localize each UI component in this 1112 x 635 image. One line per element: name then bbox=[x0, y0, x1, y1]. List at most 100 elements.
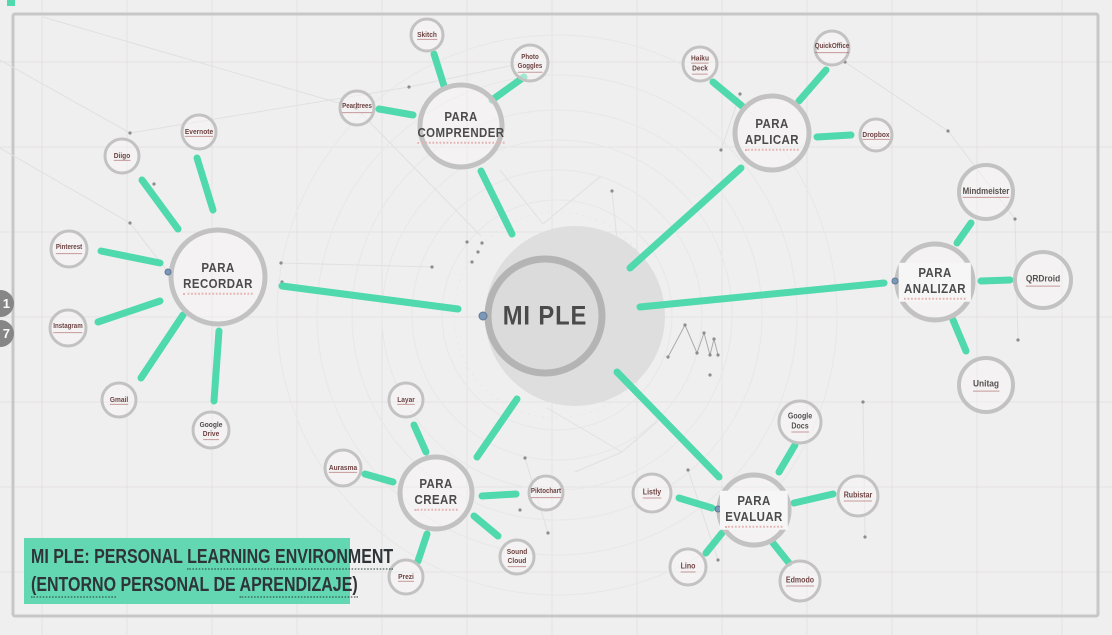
node-label-dropbox[interactable]: Dropbox bbox=[862, 129, 890, 141]
node-circle-diigo[interactable] bbox=[103, 137, 141, 175]
node-circle-unitag[interactable] bbox=[957, 356, 1015, 414]
node-label-line: Dropbox bbox=[862, 129, 890, 141]
connector-line bbox=[430, 50, 448, 90]
node-label-prezi[interactable]: Prezi bbox=[398, 572, 414, 583]
connector-line bbox=[769, 539, 793, 567]
connector-line bbox=[210, 327, 223, 405]
node-circle-listly[interactable] bbox=[631, 472, 673, 514]
title-text-segment: APRENDIZAJE) bbox=[239, 573, 358, 598]
node-label-line: RECORDAR bbox=[183, 276, 253, 295]
node-label-gmail[interactable]: Gmail bbox=[109, 394, 129, 406]
node-label-pearltrees[interactable]: Pearltrees bbox=[342, 103, 372, 113]
node-label-unitag[interactable]: Unitag bbox=[972, 379, 1000, 392]
node-label-diigo[interactable]: Diigo bbox=[113, 151, 131, 162]
node-label-skitch[interactable]: Skitch bbox=[417, 30, 437, 41]
node-label-qrdroid[interactable]: QRDroid bbox=[1025, 273, 1061, 287]
node-circle-prezi[interactable] bbox=[387, 558, 425, 596]
node-label-evernote[interactable]: Evernote bbox=[184, 127, 214, 138]
node-label-mindmeister[interactable]: Mindmeister bbox=[962, 186, 1010, 199]
node-circle-piktochart[interactable] bbox=[527, 474, 565, 512]
node-circle-aurasma[interactable] bbox=[323, 448, 363, 488]
node-label-pinterest[interactable]: Pinterest bbox=[55, 244, 83, 254]
node-circle-para-comprender[interactable] bbox=[417, 82, 505, 170]
node-circle-para-recordar[interactable] bbox=[168, 227, 268, 327]
node-circle-dropbox[interactable] bbox=[858, 117, 894, 153]
node-label-line: Sound bbox=[506, 547, 528, 557]
connector-line bbox=[702, 529, 726, 557]
title-line-2: (ENTORNO PERSONAL DE APRENDIZAJE) bbox=[31, 571, 358, 599]
decor-dot bbox=[716, 353, 720, 357]
node-label-line: QRDroid bbox=[1025, 273, 1061, 287]
decor-line bbox=[0, 59, 131, 134]
node-circle-google-docs[interactable] bbox=[777, 399, 823, 445]
node-label-layar[interactable]: Layar bbox=[397, 395, 415, 406]
node-label-listly[interactable]: Listly bbox=[642, 488, 662, 499]
node-circle-edmodo[interactable] bbox=[778, 559, 822, 603]
node-label-line: Edmodo bbox=[785, 575, 815, 587]
node-label-line: Docs bbox=[791, 421, 809, 433]
node-circle-haiku-deck[interactable] bbox=[681, 45, 719, 83]
node-circle-para-aplicar[interactable] bbox=[732, 93, 812, 173]
node-circle-layar[interactable] bbox=[387, 381, 425, 419]
connector-line bbox=[709, 78, 746, 110]
node-label-aurasma[interactable]: Aurasma bbox=[328, 463, 358, 474]
decor-dot bbox=[683, 323, 687, 327]
node-label-line: PARA bbox=[419, 475, 453, 491]
node-label-edmodo[interactable]: Edmodo bbox=[785, 575, 815, 587]
node-circle-pearltrees[interactable] bbox=[338, 89, 376, 127]
node-label-line: Goggles bbox=[517, 63, 543, 73]
connector-line bbox=[138, 176, 182, 233]
node-circle-gmail[interactable] bbox=[100, 381, 138, 419]
decor-dot bbox=[152, 182, 156, 186]
node-circle-mi-ple[interactable] bbox=[484, 255, 606, 377]
frame-border bbox=[11, 12, 1100, 618]
node-label-quickoffice[interactable]: QuickOffice bbox=[814, 43, 850, 53]
node-circle-skitch[interactable] bbox=[409, 17, 445, 53]
node-circle-mindmeister[interactable] bbox=[957, 163, 1015, 221]
decor-dot bbox=[279, 261, 283, 265]
node-circle-evernote[interactable] bbox=[180, 113, 218, 151]
node-circle-rubistar[interactable] bbox=[836, 474, 880, 518]
decor-dot bbox=[666, 355, 670, 359]
node-label-line: Gmail bbox=[109, 394, 129, 406]
path-marker bbox=[891, 277, 899, 285]
node-label-line: PARA bbox=[737, 492, 771, 508]
node-label-line: Pearltrees bbox=[342, 103, 372, 113]
node-circle-qrdroid[interactable] bbox=[1013, 250, 1073, 310]
node-circle-para-crear[interactable] bbox=[397, 454, 475, 532]
node-circle-lino[interactable] bbox=[668, 547, 708, 587]
corner-accent-mark bbox=[7, 0, 15, 6]
connector-line bbox=[626, 164, 745, 272]
node-label-instagram[interactable]: Instagram bbox=[53, 323, 83, 333]
node-circle-sound-cloud[interactable] bbox=[498, 538, 536, 576]
decor-dot bbox=[708, 373, 712, 377]
node-label-piktochart[interactable]: Piktochart bbox=[530, 488, 562, 498]
connector-line bbox=[470, 512, 502, 540]
node-label-mi-ple[interactable]: MI PLE bbox=[502, 300, 588, 331]
connector-line bbox=[473, 395, 521, 461]
title-block[interactable]: MI PLE: PERSONAL LEARNING ENVIRONMENT (E… bbox=[24, 538, 394, 604]
title-text-segment: LEARNING ENVIRONMENT bbox=[187, 545, 394, 570]
node-circle-google-drive[interactable] bbox=[191, 410, 231, 450]
node-label-line: EVALUAR bbox=[725, 509, 783, 528]
node-label-line: Lino bbox=[680, 561, 696, 573]
node-circle-instagram[interactable] bbox=[48, 308, 88, 348]
node-label-rubistar[interactable]: Rubistar bbox=[843, 491, 873, 502]
node-circle-pinterest[interactable] bbox=[49, 229, 89, 269]
node-circle-quickoffice[interactable] bbox=[813, 29, 851, 67]
page-badge-7[interactable]: 7 bbox=[0, 320, 14, 347]
node-label-lino[interactable]: Lino bbox=[680, 561, 696, 573]
page-badge-1[interactable]: 1 bbox=[0, 290, 14, 317]
